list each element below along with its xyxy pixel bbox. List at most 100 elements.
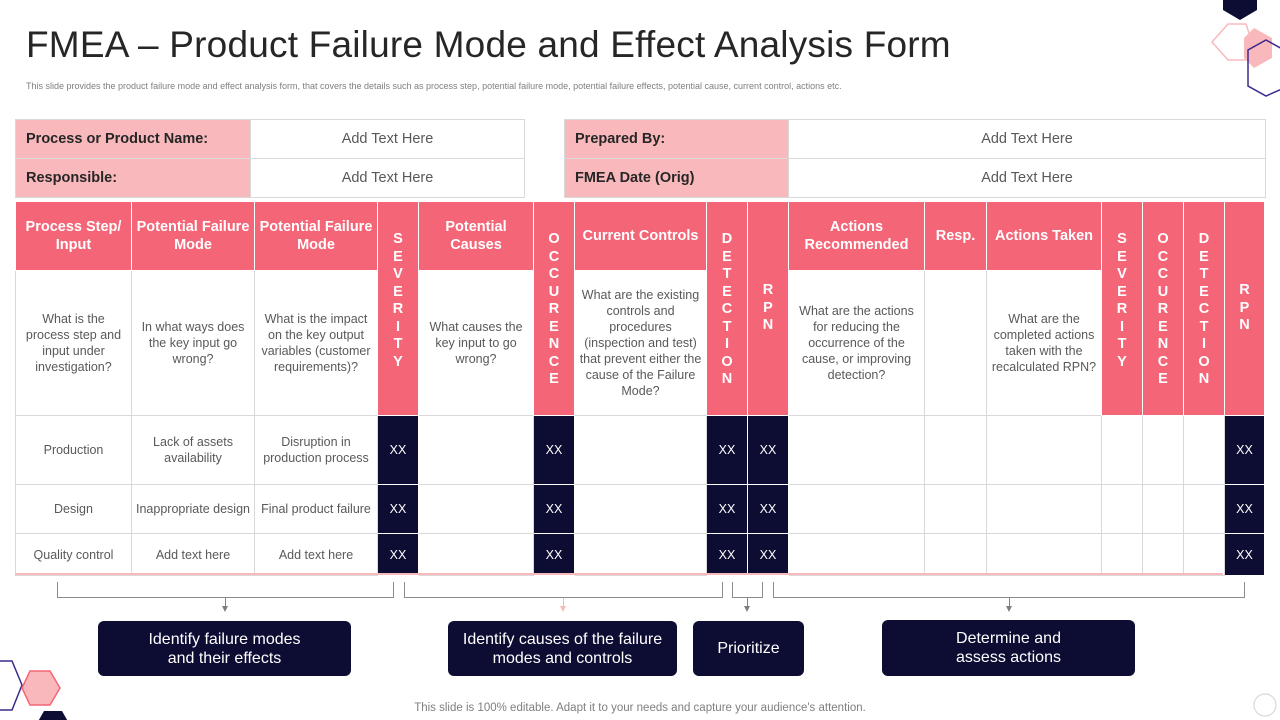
cell-occurence[interactable]: XX bbox=[533, 484, 575, 534]
cell-failure-mode[interactable]: Add text here bbox=[131, 533, 255, 576]
cell-failure-mode[interactable]: Inappropriate design bbox=[131, 484, 255, 534]
bracket-stem bbox=[1009, 598, 1010, 606]
info-label: Prepared By: bbox=[564, 119, 789, 159]
cell-causes[interactable] bbox=[418, 484, 534, 534]
cell-process[interactable]: Design bbox=[15, 484, 132, 534]
cell-process[interactable]: Quality control bbox=[15, 533, 132, 576]
cell-severity[interactable]: XX bbox=[377, 484, 419, 534]
desc-resp bbox=[924, 270, 987, 416]
header-potential-causes: Potential Causes bbox=[418, 201, 534, 271]
bracket-causes bbox=[404, 582, 723, 598]
vertical-header-letter: R bbox=[1157, 301, 1169, 317]
cell-detection-2[interactable] bbox=[1183, 533, 1225, 576]
info-row: Process or Product Name: Add Text Here bbox=[15, 119, 525, 159]
step-label: Identify failure modes and their effects bbox=[148, 630, 301, 667]
cell-severity-2[interactable] bbox=[1101, 484, 1143, 534]
cell-severity-2[interactable] bbox=[1101, 415, 1143, 485]
cell-occurence[interactable]: XX bbox=[533, 415, 575, 485]
vertical-header-letter: N bbox=[1157, 336, 1169, 352]
cell-failure-effect[interactable]: Final product failure bbox=[254, 484, 378, 534]
vertical-header-letter: Y bbox=[393, 353, 403, 370]
cell-causes[interactable] bbox=[418, 415, 534, 485]
step-box-determine-actions: Determine and assess actions bbox=[882, 620, 1135, 676]
cell-occurence-2[interactable] bbox=[1142, 533, 1184, 576]
cell-actions-taken[interactable] bbox=[986, 533, 1102, 576]
vertical-header-letter: T bbox=[1117, 336, 1127, 352]
cell-controls[interactable] bbox=[574, 484, 707, 534]
info-value-field[interactable]: Add Text Here bbox=[250, 119, 525, 159]
cell-rpn-2[interactable]: XX bbox=[1224, 533, 1265, 576]
vertical-header-letter: E bbox=[393, 248, 403, 265]
cell-occurence-2[interactable] bbox=[1142, 484, 1184, 534]
vertical-header-letter: O bbox=[1198, 353, 1210, 370]
vertical-header-letter: I bbox=[395, 318, 401, 335]
cell-actions-taken[interactable] bbox=[986, 415, 1102, 485]
cell-failure-effect[interactable]: Add text here bbox=[254, 533, 378, 576]
cell-resp[interactable] bbox=[924, 415, 987, 485]
cell-rpn[interactable]: XX bbox=[747, 533, 789, 576]
vertical-header-letter: S bbox=[393, 231, 403, 247]
vertical-header-letter: V bbox=[393, 266, 403, 282]
step-box-identify-failure-modes: Identify failure modes and their effects bbox=[98, 621, 351, 676]
vertical-header-letter: P bbox=[763, 299, 773, 316]
cell-actions-recommended[interactable] bbox=[788, 533, 925, 576]
vertical-header-letter: T bbox=[393, 336, 403, 352]
vertical-header-letter: T bbox=[1199, 266, 1209, 282]
desc-process-step: What is the process step and input under… bbox=[15, 270, 132, 416]
cell-controls[interactable] bbox=[574, 533, 707, 576]
cell-resp[interactable] bbox=[924, 533, 987, 576]
table-bottom-rule bbox=[15, 573, 1223, 575]
cell-rpn[interactable]: XX bbox=[747, 484, 789, 534]
cell-severity[interactable]: XX bbox=[377, 533, 419, 576]
vertical-header-letter: D bbox=[721, 231, 733, 247]
cell-actions-recommended[interactable] bbox=[788, 484, 925, 534]
arrow-down-icon bbox=[1006, 606, 1012, 612]
cell-severity[interactable]: XX bbox=[377, 415, 419, 485]
vertical-header-letter: R bbox=[762, 282, 774, 298]
cell-rpn[interactable]: XX bbox=[747, 415, 789, 485]
cell-actions-recommended[interactable] bbox=[788, 415, 925, 485]
vertical-header-letter: N bbox=[1198, 371, 1210, 387]
vertical-header-letter: C bbox=[1157, 353, 1169, 370]
vertical-header-letter: O bbox=[548, 231, 560, 247]
cell-failure-mode[interactable]: Lack of assets availability bbox=[131, 415, 255, 485]
vertical-header-letter: N bbox=[548, 336, 560, 352]
bracket-stem bbox=[747, 598, 748, 606]
cell-occurence[interactable]: XX bbox=[533, 533, 575, 576]
cell-rpn-2[interactable]: XX bbox=[1224, 484, 1265, 534]
cell-resp[interactable] bbox=[924, 484, 987, 534]
cell-detection-2[interactable] bbox=[1183, 484, 1225, 534]
vertical-header-letter: R bbox=[548, 301, 560, 317]
cell-occurence-2[interactable] bbox=[1142, 415, 1184, 485]
cell-detection[interactable]: XX bbox=[706, 533, 748, 576]
cell-actions-taken[interactable] bbox=[986, 484, 1102, 534]
cell-controls[interactable] bbox=[574, 415, 707, 485]
vertical-header-letter: I bbox=[724, 336, 730, 352]
step-box-identify-causes: Identify causes of the failure modes and… bbox=[448, 621, 677, 676]
vertical-header-letter: E bbox=[1158, 318, 1168, 335]
vertical-header-letter: R bbox=[392, 301, 404, 317]
cell-rpn-2[interactable]: XX bbox=[1224, 415, 1265, 485]
info-value-field[interactable]: Add Text Here bbox=[788, 158, 1266, 198]
cell-severity-2[interactable] bbox=[1101, 533, 1143, 576]
info-value-field[interactable]: Add Text Here bbox=[250, 158, 525, 198]
bracket-stem bbox=[563, 598, 564, 606]
cell-detection-2[interactable] bbox=[1183, 415, 1225, 485]
header-process-step: Process Step/ Input bbox=[15, 201, 132, 271]
footer-note: This slide is 100% editable. Adapt it to… bbox=[414, 702, 866, 714]
fmea-table: Process Step/ Input Potential Failure Mo… bbox=[15, 201, 1265, 576]
cell-causes[interactable] bbox=[418, 533, 534, 576]
info-row: FMEA Date (Orig) Add Text Here bbox=[564, 158, 1266, 198]
vertical-header-letter: O bbox=[1157, 231, 1169, 247]
cell-detection[interactable]: XX bbox=[706, 415, 748, 485]
vertical-header-letter: Y bbox=[1117, 353, 1127, 370]
cell-process[interactable]: Production bbox=[15, 415, 132, 485]
cell-failure-effect[interactable]: Disruption in production process bbox=[254, 415, 378, 485]
cell-detection[interactable]: XX bbox=[706, 484, 748, 534]
bracket-prioritize bbox=[732, 582, 763, 598]
desc-actions-taken: What are the completed actions taken wit… bbox=[986, 270, 1102, 416]
info-value-field[interactable]: Add Text Here bbox=[788, 119, 1266, 159]
